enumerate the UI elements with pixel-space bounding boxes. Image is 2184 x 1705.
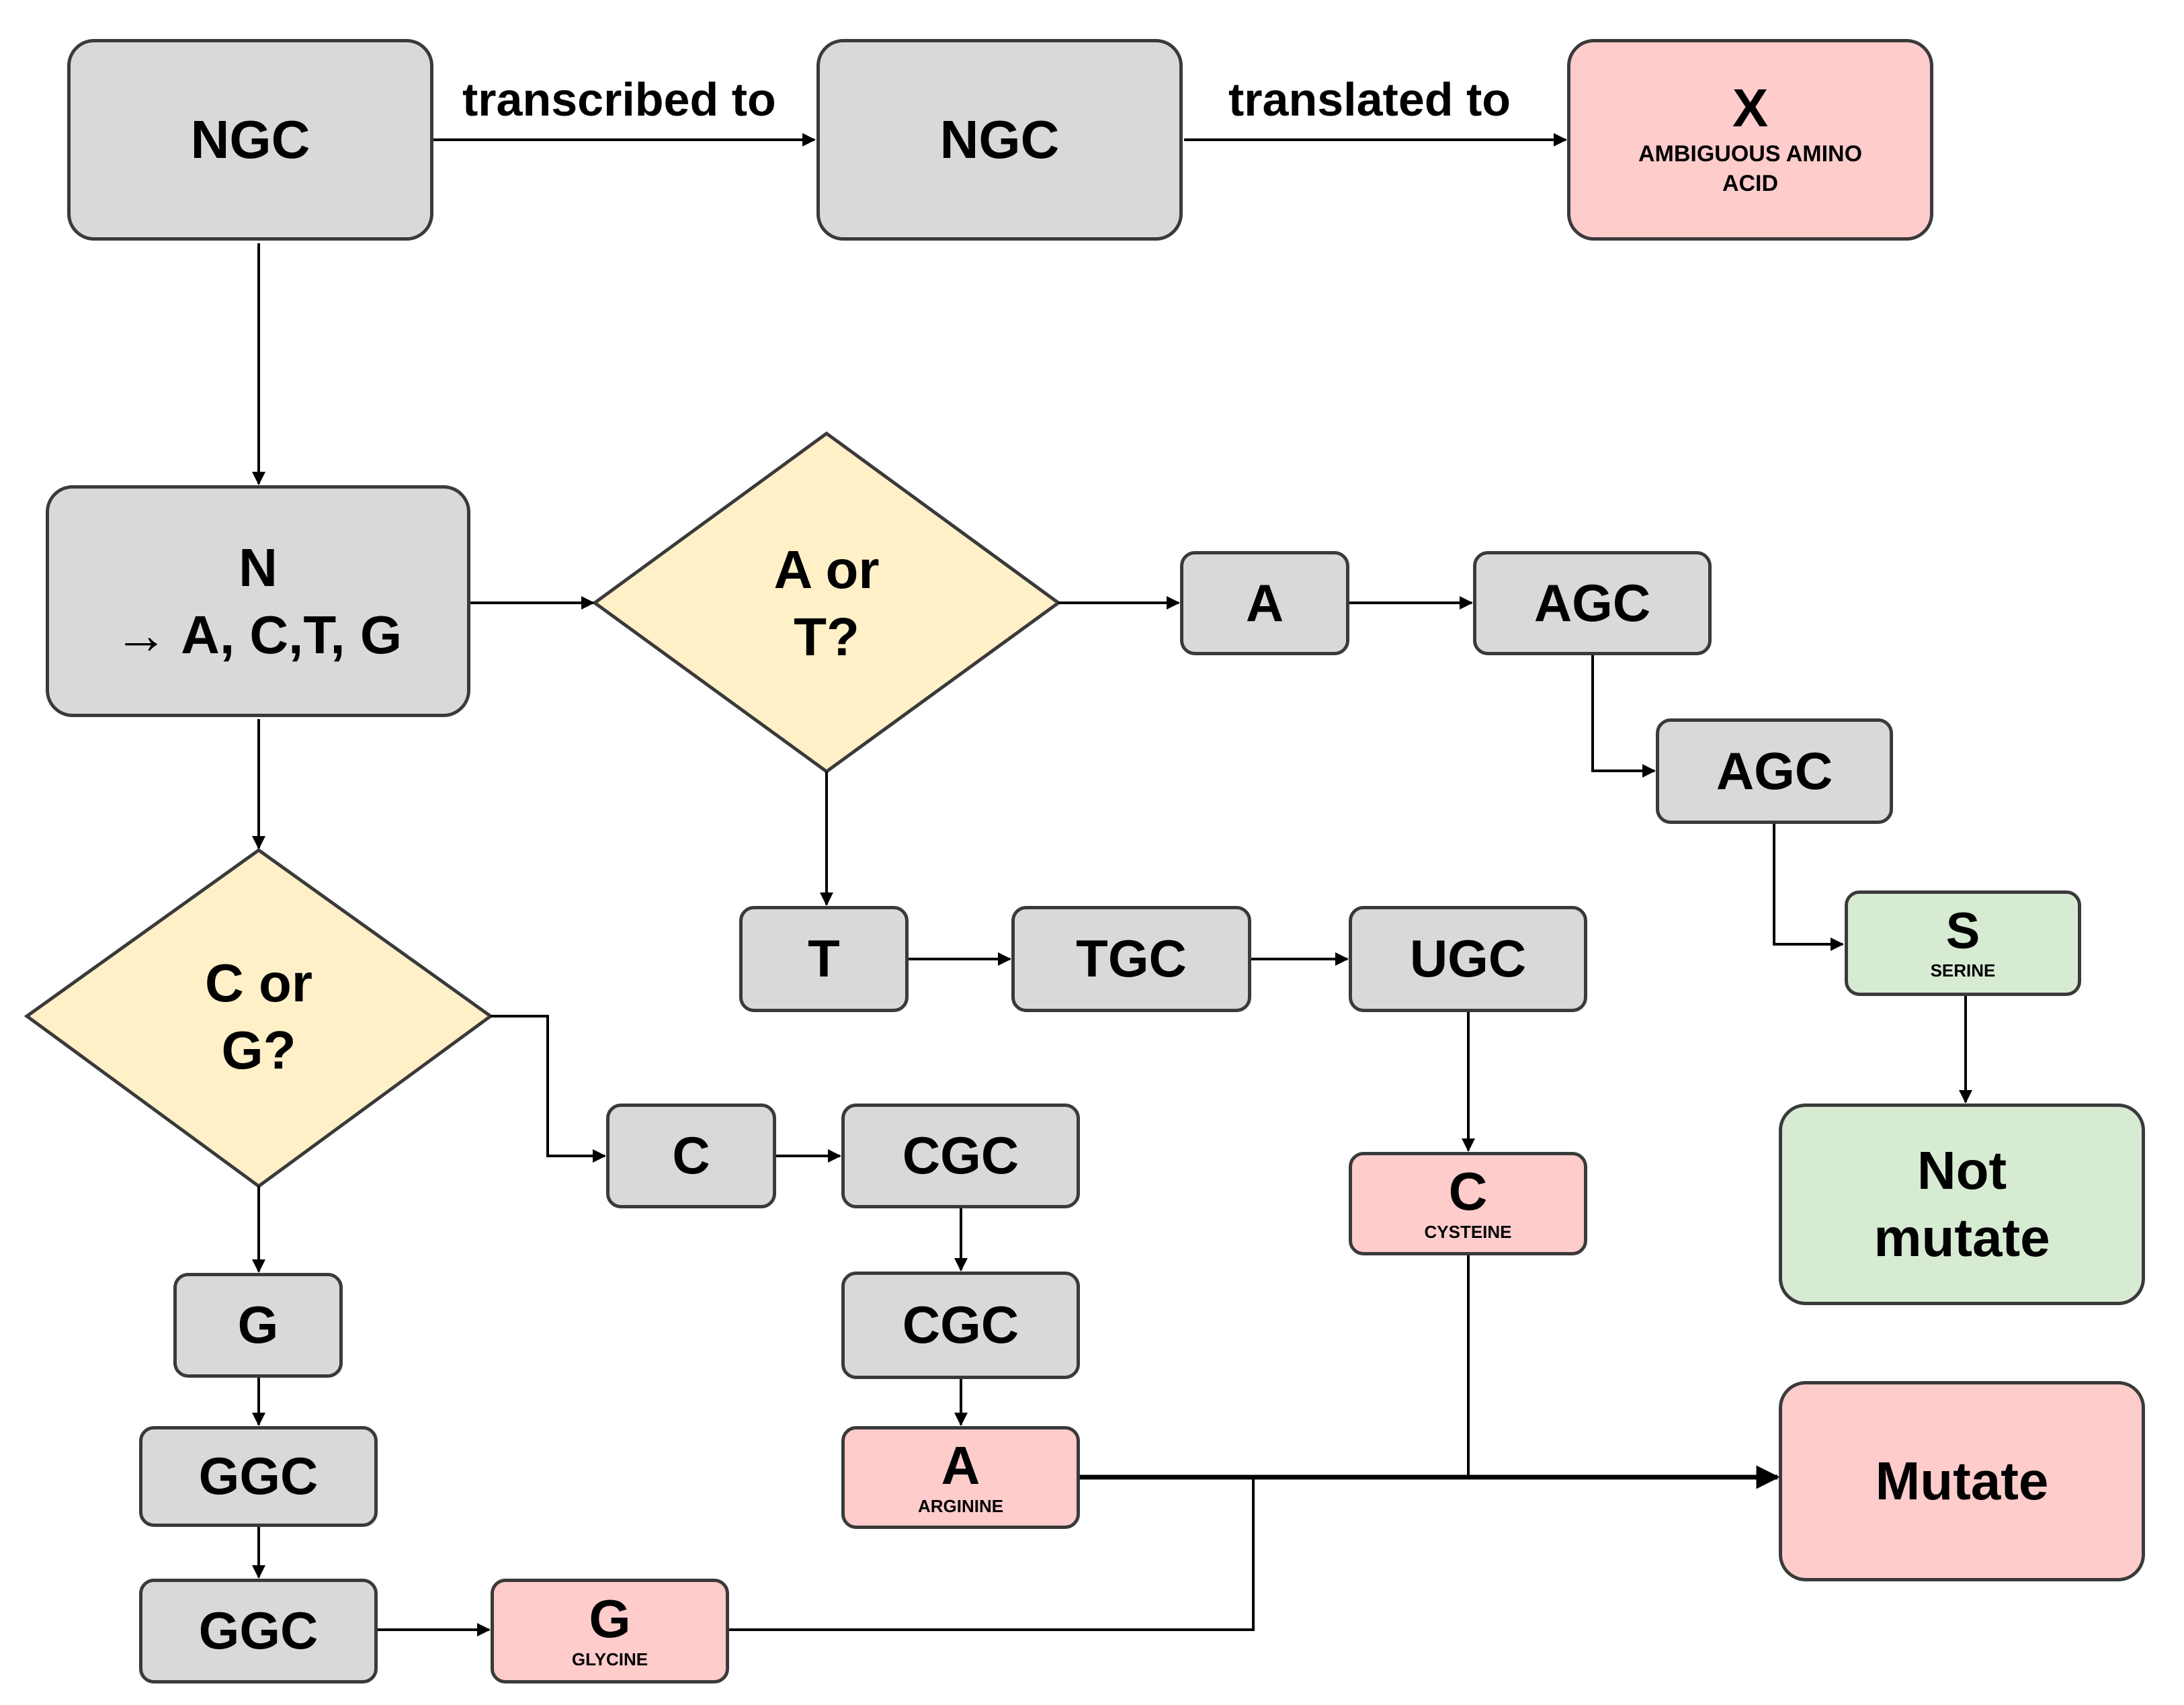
dna-codon-agc: AGC: [1473, 551, 1712, 655]
rna-codon-agc: AGC: [1656, 718, 1893, 824]
base-t-box: T: [739, 906, 909, 1012]
dna-codon-cgc: CGC: [841, 1104, 1080, 1208]
base-t-text: T: [808, 929, 840, 989]
transcribed-to-label: transcribed to: [462, 73, 776, 126]
n-expansion-box: N → A, C,T, G: [46, 485, 470, 717]
arginine-box: A ARGININE: [841, 1426, 1080, 1529]
base-g-text: G: [237, 1295, 279, 1355]
dna-codon-cgc-text: CGC: [902, 1126, 1019, 1186]
translated-to-label: translated to: [1228, 73, 1511, 126]
serine-label: SERINE: [1930, 960, 1996, 981]
rna-codon-ggc: GGC: [139, 1579, 378, 1683]
glycine-label: GLYCINE: [571, 1649, 648, 1670]
glycine-box: G GLYCINE: [491, 1579, 729, 1683]
dna-codon-agc-text: AGC: [1534, 573, 1651, 632]
a-or-t-question: A or T?: [662, 517, 991, 689]
c-or-g-question: C or G?: [94, 931, 423, 1102]
edge-agc-to-serine: [1773, 824, 1844, 951]
ambiguous-amino-acid-letter: X: [1732, 77, 1769, 138]
edge-agc-to-agc: [1591, 655, 1656, 778]
mutate-text: Mutate: [1875, 1451, 2049, 1511]
dna-codon-ngc-text: NGC: [190, 110, 310, 169]
edge-glycine-to-bus: [729, 1479, 1255, 1631]
mutate-box: Mutate: [1779, 1381, 2145, 1581]
serine-letter: S: [1945, 902, 1980, 960]
arginine-label: ARGININE: [917, 1495, 1004, 1516]
ambiguous-amino-acid-box: X AMBIGUOUS AMINO ACID: [1567, 39, 1933, 241]
not-mutate-line2: mutate: [1874, 1208, 2050, 1267]
dna-codon-ngc: NGC: [67, 39, 433, 241]
base-c-box: C: [606, 1104, 776, 1208]
arginine-letter: A: [941, 1435, 980, 1495]
rna-codon-ngc: NGC: [816, 39, 1183, 241]
dna-codon-ggc-text: GGC: [198, 1446, 319, 1506]
rna-codon-ugc-text: UGC: [1409, 929, 1527, 989]
rna-codon-ugc: UGC: [1349, 906, 1587, 1012]
cysteine-box: C CYSTEINE: [1349, 1152, 1587, 1255]
a-or-t-line2: T?: [794, 606, 859, 667]
glycine-letter: G: [589, 1589, 631, 1649]
rna-codon-cgc-text: CGC: [902, 1295, 1019, 1355]
not-mutate-box: Not mutate: [1779, 1104, 2145, 1305]
dna-codon-tgc-text: TGC: [1076, 929, 1187, 989]
rna-codon-ngc-text: NGC: [939, 110, 1060, 169]
ambiguous-amino-acid-label-2: ACID: [1722, 171, 1779, 196]
base-c-text: C: [672, 1126, 710, 1186]
base-a-box: A: [1180, 551, 1349, 655]
n-expansion-line2: → A, C,T, G: [114, 604, 403, 665]
n-expansion-line1: N: [239, 537, 278, 597]
serine-box: S SERINE: [1845, 890, 2081, 996]
cysteine-label: CYSTEINE: [1424, 1222, 1512, 1243]
base-g-box: G: [173, 1273, 343, 1378]
edge-corg-to-c: [491, 1015, 606, 1163]
c-or-g-line2: G?: [221, 1020, 296, 1080]
rna-codon-agc-text: AGC: [1716, 741, 1833, 800]
a-or-t-line1: A or: [773, 539, 880, 599]
rna-codon-cgc: CGC: [841, 1272, 1080, 1379]
cysteine-letter: C: [1448, 1161, 1488, 1222]
base-a-text: A: [1245, 573, 1284, 632]
dna-codon-tgc: TGC: [1011, 906, 1251, 1012]
dna-codon-ggc: GGC: [139, 1426, 378, 1527]
c-or-g-line1: C or: [205, 952, 312, 1013]
rna-codon-ggc-text: GGC: [198, 1601, 319, 1661]
not-mutate-line1: Not: [1917, 1140, 2007, 1200]
ambiguous-amino-acid-label-1: AMBIGUOUS AMINO: [1638, 140, 1863, 167]
